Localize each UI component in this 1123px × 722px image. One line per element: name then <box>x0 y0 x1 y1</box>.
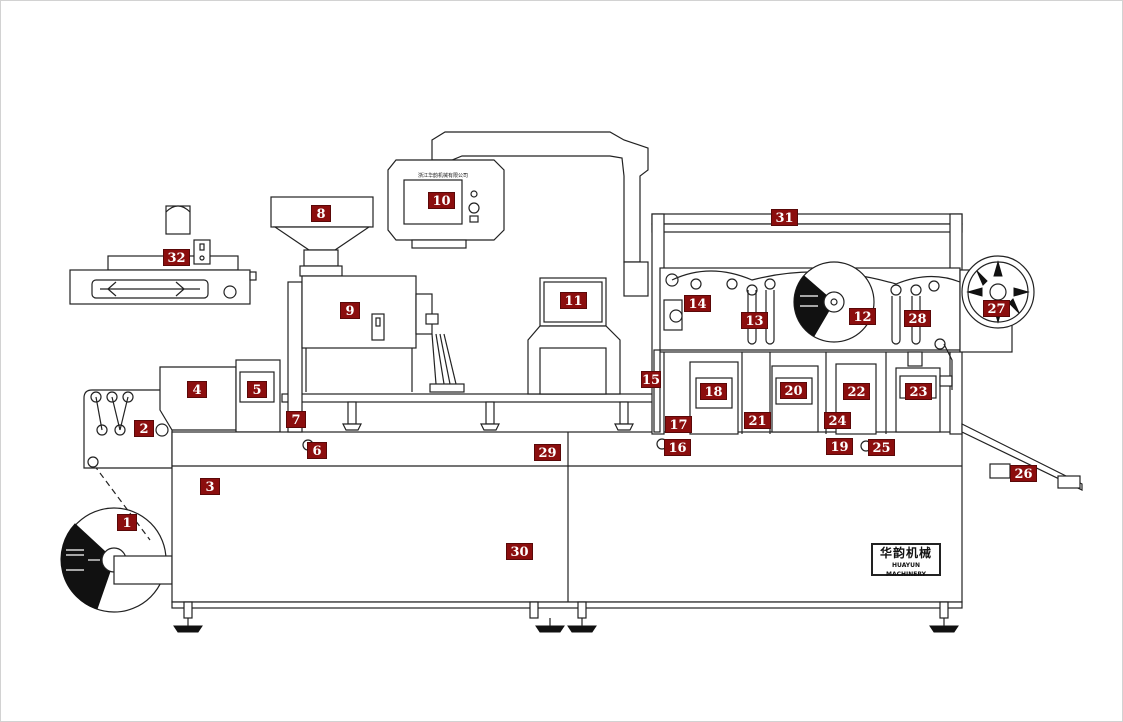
feed-roller-frame <box>83 389 173 469</box>
callout-32: 32 <box>163 249 190 266</box>
callout-28: 28 <box>904 310 931 327</box>
auxiliary-unit <box>69 205 257 305</box>
callout-31: 31 <box>771 209 798 226</box>
callout-24: 24 <box>824 412 851 429</box>
callout-7: 7 <box>286 411 306 428</box>
callout-29: 29 <box>534 444 561 461</box>
film-reel-left <box>60 507 173 613</box>
web-rollers <box>663 270 961 350</box>
callout-27: 27 <box>983 300 1010 317</box>
callout-8: 8 <box>311 205 331 222</box>
callout-30: 30 <box>506 543 533 560</box>
callout-16: 16 <box>664 439 691 456</box>
callout-25: 25 <box>868 439 895 456</box>
callout-9: 9 <box>340 302 360 319</box>
callout-14: 14 <box>684 295 711 312</box>
control-arm <box>431 131 649 297</box>
nameplate-chinese: 华韵机械 <box>879 546 932 560</box>
hmi-header-text: 浙江华韵机械有限公司 <box>417 173 468 179</box>
callout-3: 3 <box>200 478 220 495</box>
callout-23: 23 <box>905 383 932 400</box>
callout-11: 11 <box>560 292 587 309</box>
callout-12: 12 <box>849 308 876 325</box>
callout-19: 19 <box>826 438 853 455</box>
callout-2: 2 <box>134 420 154 437</box>
callout-22: 22 <box>843 383 870 400</box>
callout-13: 13 <box>741 312 768 329</box>
callout-17: 17 <box>665 416 692 433</box>
base-cabinet <box>171 431 963 633</box>
callout-21: 21 <box>744 412 771 429</box>
callout-1: 1 <box>117 514 137 531</box>
deck-legs <box>342 401 634 431</box>
callout-5: 5 <box>247 381 267 398</box>
monitor-station <box>527 277 621 395</box>
callout-4: 4 <box>187 381 207 398</box>
callout-6: 6 <box>307 442 327 459</box>
nameplate-english: HUAYUN MACHINERY <box>885 562 927 578</box>
callout-20: 20 <box>780 382 807 399</box>
callout-18: 18 <box>700 383 727 400</box>
output-chute <box>961 423 1083 491</box>
callout-15: 15 <box>641 371 661 388</box>
nameplate-logo: 华韵机械 HUAYUN MACHINERY <box>871 543 941 578</box>
callout-10: 10 <box>428 192 455 209</box>
foil-reel-middle <box>793 261 875 343</box>
callout-26: 26 <box>1010 465 1037 482</box>
feeder-box <box>301 275 465 393</box>
